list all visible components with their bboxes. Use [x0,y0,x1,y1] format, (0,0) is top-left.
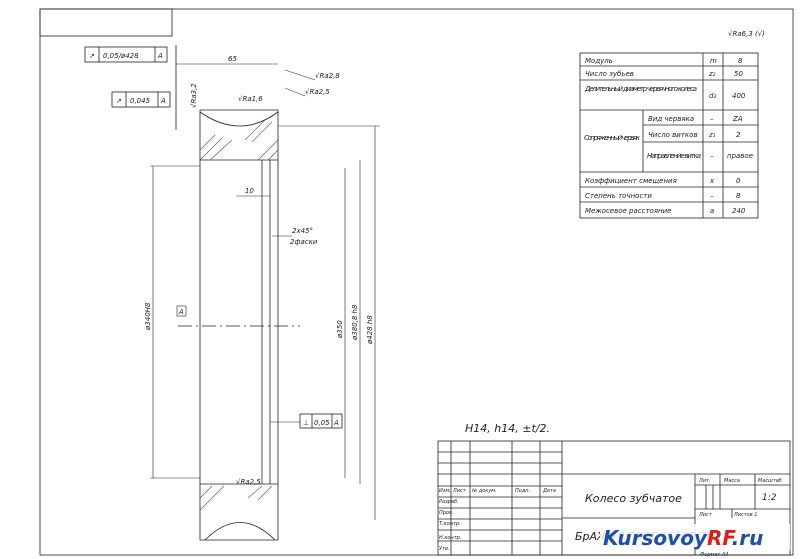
svg-text:ZA: ZA [732,115,743,123]
dim-bore: ø340H8 [144,302,152,331]
perp-frame: ⊥ 0,05 А [270,413,343,429]
svg-text:50: 50 [734,70,743,78]
svg-text:↗: ↗ [116,97,122,105]
rough-ra28: √Ra2,8 [315,72,340,80]
svg-text:↗: ↗ [89,52,95,60]
svg-text:Сопряженный червяк: Сопряженный червяк [584,134,641,142]
sheet-frame [39,8,794,556]
svg-text:0,045: 0,045 [130,97,151,105]
datum-a: А [178,308,184,316]
svg-text:А: А [333,419,339,427]
svg-text:Подп.: Подп. [515,488,530,494]
runout-frame-top: ↗ 0,05/ø428 А [84,46,168,63]
top-hatch [199,119,279,161]
svg-text:Т.контр.: Т.контр. [439,521,461,527]
svg-text:8: 8 [738,57,743,65]
svg-text:0,05: 0,05 [314,419,330,427]
svg-text:0,05/ø428: 0,05/ø428 [103,52,139,60]
svg-text:А: А [160,97,166,105]
svg-text:Лист: Лист [698,512,713,518]
bottom-hatch [199,485,273,511]
svg-text:Пров.: Пров. [439,510,454,516]
dim-428: ø428 h8 [366,315,374,345]
svg-text:А: А [157,52,163,60]
runout-frame-face: ↗ 0,045 А [111,91,171,108]
rough-ra32: √Ra3,2 [190,83,198,108]
svg-text:Формат А4: Формат А4 [700,552,728,558]
svg-text:Изм.: Изм. [439,488,451,494]
general-tolerance: H14, h14, ±t/2. [465,422,550,435]
svg-text:Делительный диаметр червячного: Делительный диаметр червячного колеса [584,85,697,93]
svg-text:z₂: z₂ [708,70,716,78]
title-block [437,440,791,556]
dim-10: 10 [245,187,254,195]
svg-text:№ докум.: № докум. [471,488,497,494]
svg-text:400: 400 [732,92,746,100]
params-text: Модуль m 8 Число зубьев z₂ 50 Делительны… [584,57,753,215]
general-roughness: √Ra6,3 (√) [728,30,765,38]
part-name: Колесо зубчатое [585,492,682,505]
svg-text:Степень точности: Степень точности [585,192,652,200]
svg-text:–: – [710,152,714,160]
svg-text:m: m [710,57,717,65]
svg-text:0: 0 [736,177,741,185]
svg-text:–: – [710,115,714,123]
svg-text:240: 240 [732,207,746,215]
chamfer-note: 2x45° [292,227,313,235]
top-rim-section [199,109,279,161]
top-rim-arc [199,111,279,127]
svg-text:Масса: Масса [724,478,740,484]
dim-65: 65 [228,55,237,63]
svg-text:⊥: ⊥ [303,419,309,427]
svg-text:a: a [710,207,714,215]
svg-text:x: x [709,177,715,185]
svg-text:Направление витка: Направление витка [647,152,701,160]
svg-text:Н.контр.: Н.контр. [439,535,461,541]
part-view [175,45,300,541]
svg-text:–: – [710,192,714,200]
svg-text:Число витков: Число витков [648,131,698,139]
svg-text:2: 2 [736,131,741,139]
scale: 1:2 [762,493,777,503]
bottom-rim-section [199,483,279,541]
svg-text:KursovoyRF.ru: KursovoyRF.ru [603,526,763,550]
rough-ra16: √Ra1,6 [238,95,263,103]
rough-ra25: √Ra2,5 [305,88,330,96]
svg-text:Утв.: Утв. [439,546,450,552]
svg-text:правое: правое [727,152,753,160]
chamfer-note-2: 2фаски [290,238,318,246]
svg-text:Масштаб: Масштаб [758,478,782,484]
dim-350: ø350 [336,320,344,339]
svg-text:Листов 1: Листов 1 [733,512,757,518]
svg-text:d₂: d₂ [709,92,716,100]
params-table [579,52,759,219]
svg-text:8: 8 [736,192,741,200]
svg-text:Разраб.: Разраб. [439,499,459,505]
svg-text:Дата: Дата [542,488,556,494]
svg-text:Модуль: Модуль [585,57,613,65]
rough-ra25-bottom: √Ra2,5 [236,478,261,486]
svg-text:Лист: Лист [452,488,467,494]
top-left-stamp [39,8,173,37]
svg-text:Коэффициент смещения: Коэффициент смещения [585,177,677,185]
svg-text:Межосевое расстояние: Межосевое расстояние [585,207,671,215]
bottom-rim-arc [204,522,276,541]
svg-text:Число зубьев: Число зубьев [585,70,634,78]
watermark-logo: KursovoyRF.ru [600,524,790,550]
svg-text:z₁: z₁ [708,131,716,139]
svg-text:Лит.: Лит. [698,478,711,484]
svg-text:Вид червяка: Вид червяка [648,115,694,123]
dim-380: ø380,8 h8 [351,304,359,341]
